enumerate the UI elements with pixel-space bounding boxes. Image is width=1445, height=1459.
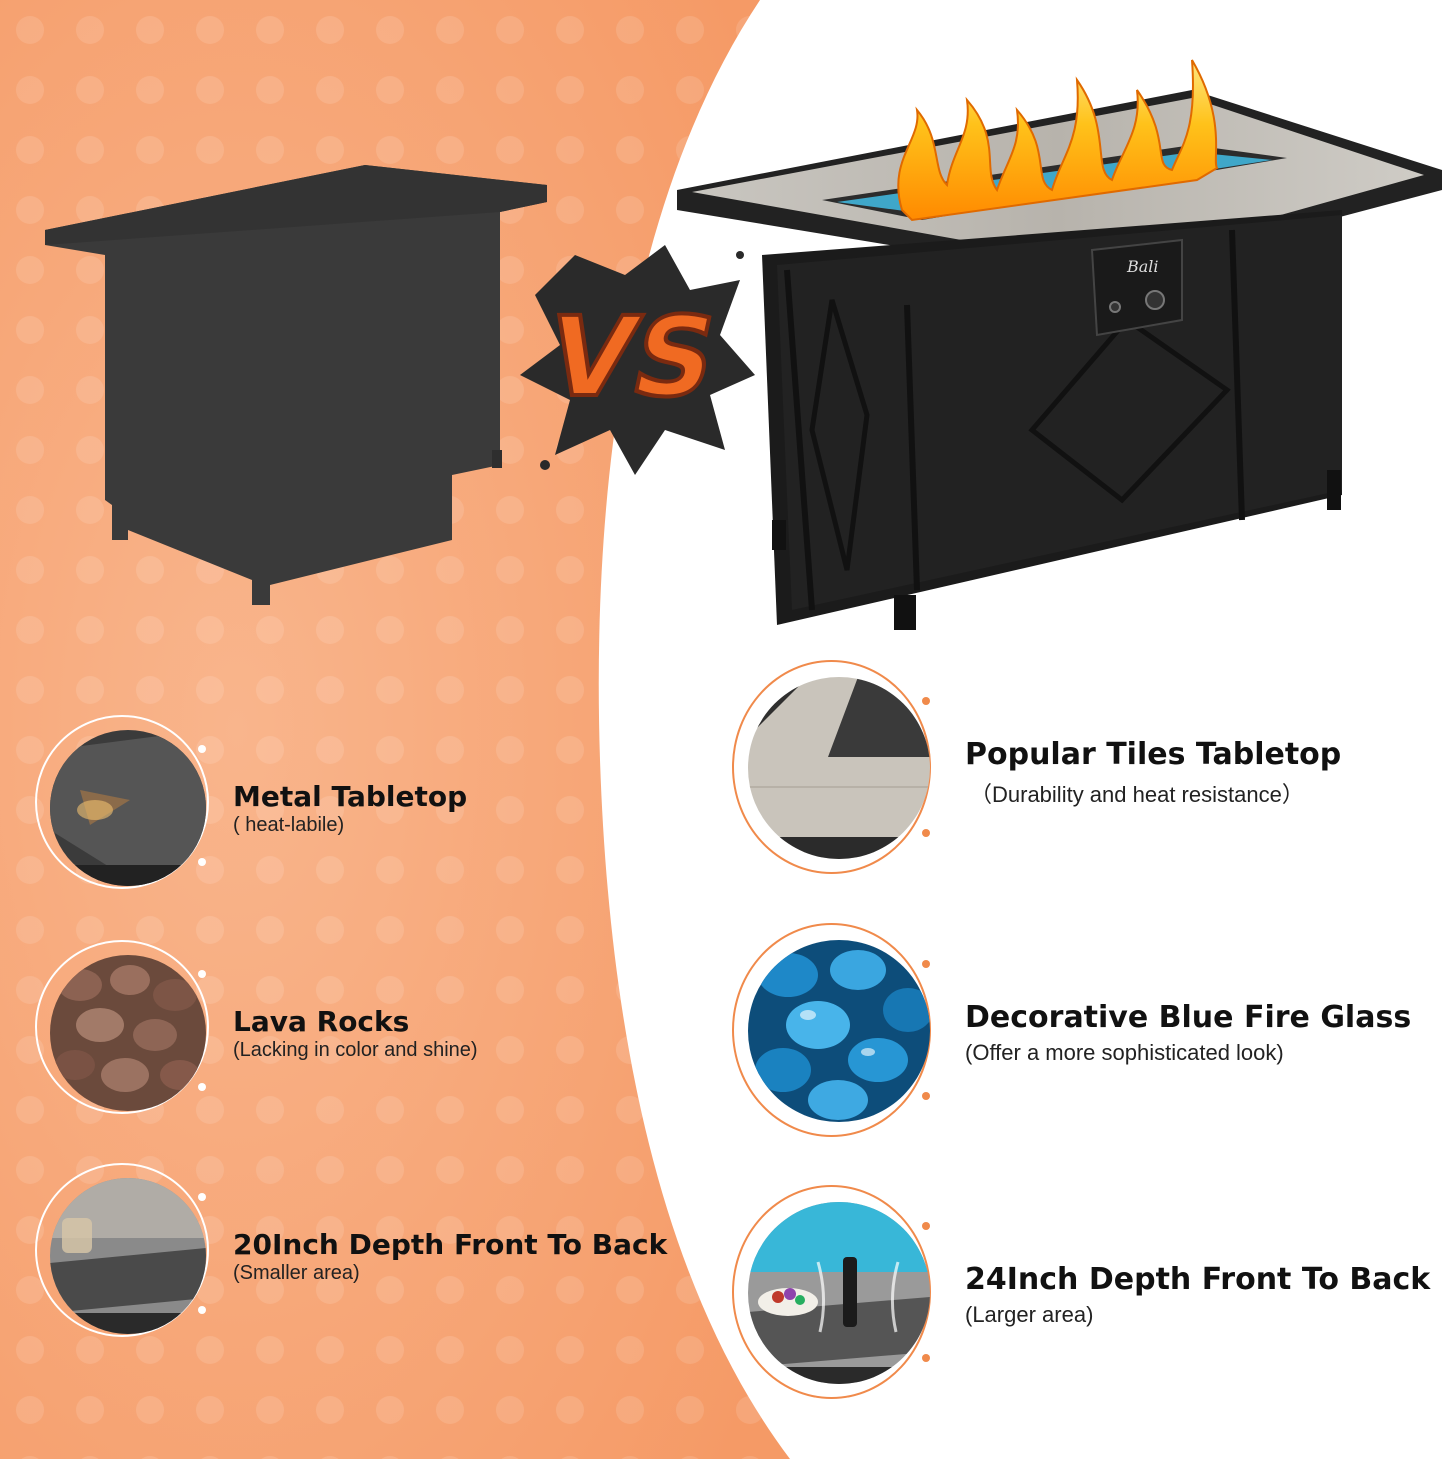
feature-ring — [732, 1185, 931, 1399]
feature-subtitle: (Lacking in color and shine) — [233, 1039, 478, 1061]
24inch-depth-photo — [748, 1202, 930, 1384]
silhouette-table-image — [45, 165, 547, 605]
ring-dot — [922, 1354, 930, 1362]
feature-20inch-depth: 20Inch Depth Front To Back (Smaller area… — [0, 1148, 667, 1358]
feature-title: Decorative Blue Fire Glass — [965, 1000, 1412, 1035]
bali-logo: Bali — [1126, 257, 1159, 276]
ring-dot — [198, 858, 206, 866]
feature-subtitle: ( heat-labile) — [233, 814, 345, 836]
ring-dot — [922, 960, 930, 968]
feature-subtitle: （Durability and heat resistance） — [970, 782, 1304, 807]
metal-tabletop-photo — [50, 730, 206, 886]
feature-ring — [35, 940, 209, 1114]
feature-title: 20Inch Depth Front To Back — [233, 1228, 668, 1261]
versus-badge: VS — [520, 245, 755, 475]
ring-dot — [198, 745, 206, 753]
feature-metal-tabletop: Metal Tabletop ( heat-labile) — [0, 700, 620, 910]
lava-rocks-photo — [50, 955, 206, 1111]
fire-pit-table-image: Bali — [677, 59, 1442, 630]
feature-ring — [732, 923, 931, 1137]
20inch-depth-photo — [50, 1178, 206, 1334]
feature-ring — [35, 715, 209, 889]
ring-dot — [198, 1193, 206, 1201]
ring-dot — [198, 970, 206, 978]
feature-24inch-depth: 24Inch Depth Front To Back (Larger area) — [720, 1180, 1445, 1410]
ring-dot — [922, 697, 930, 705]
blue-fire-glass-photo — [748, 940, 930, 1122]
feature-ring — [732, 660, 931, 874]
tiles-tabletop-photo — [748, 677, 930, 859]
ring-dot — [922, 829, 930, 837]
feature-lava-rocks: Lava Rocks (Lacking in color and shine) — [0, 925, 620, 1135]
versus-label: VS — [536, 294, 727, 422]
feature-popular-tiles-tabletop: Popular Tiles Tabletop （Durability and h… — [720, 655, 1445, 885]
feature-blue-fire-glass: Decorative Blue Fire Glass (Offer a more… — [720, 918, 1445, 1148]
feature-subtitle: (Smaller area) — [233, 1262, 360, 1284]
feature-title: Metal Tabletop — [233, 780, 468, 813]
feature-title: Popular Tiles Tabletop — [965, 737, 1342, 772]
feature-subtitle: (Larger area) — [965, 1302, 1094, 1327]
feature-title: Lava Rocks — [233, 1005, 410, 1038]
feature-subtitle: (Offer a more sophisticated look) — [965, 1040, 1284, 1065]
ring-dot — [198, 1083, 206, 1091]
ring-dot — [922, 1222, 930, 1230]
ring-dot — [922, 1092, 930, 1100]
feature-title: 24Inch Depth Front To Back — [965, 1262, 1431, 1297]
feature-ring — [35, 1163, 209, 1337]
ring-dot — [198, 1306, 206, 1314]
